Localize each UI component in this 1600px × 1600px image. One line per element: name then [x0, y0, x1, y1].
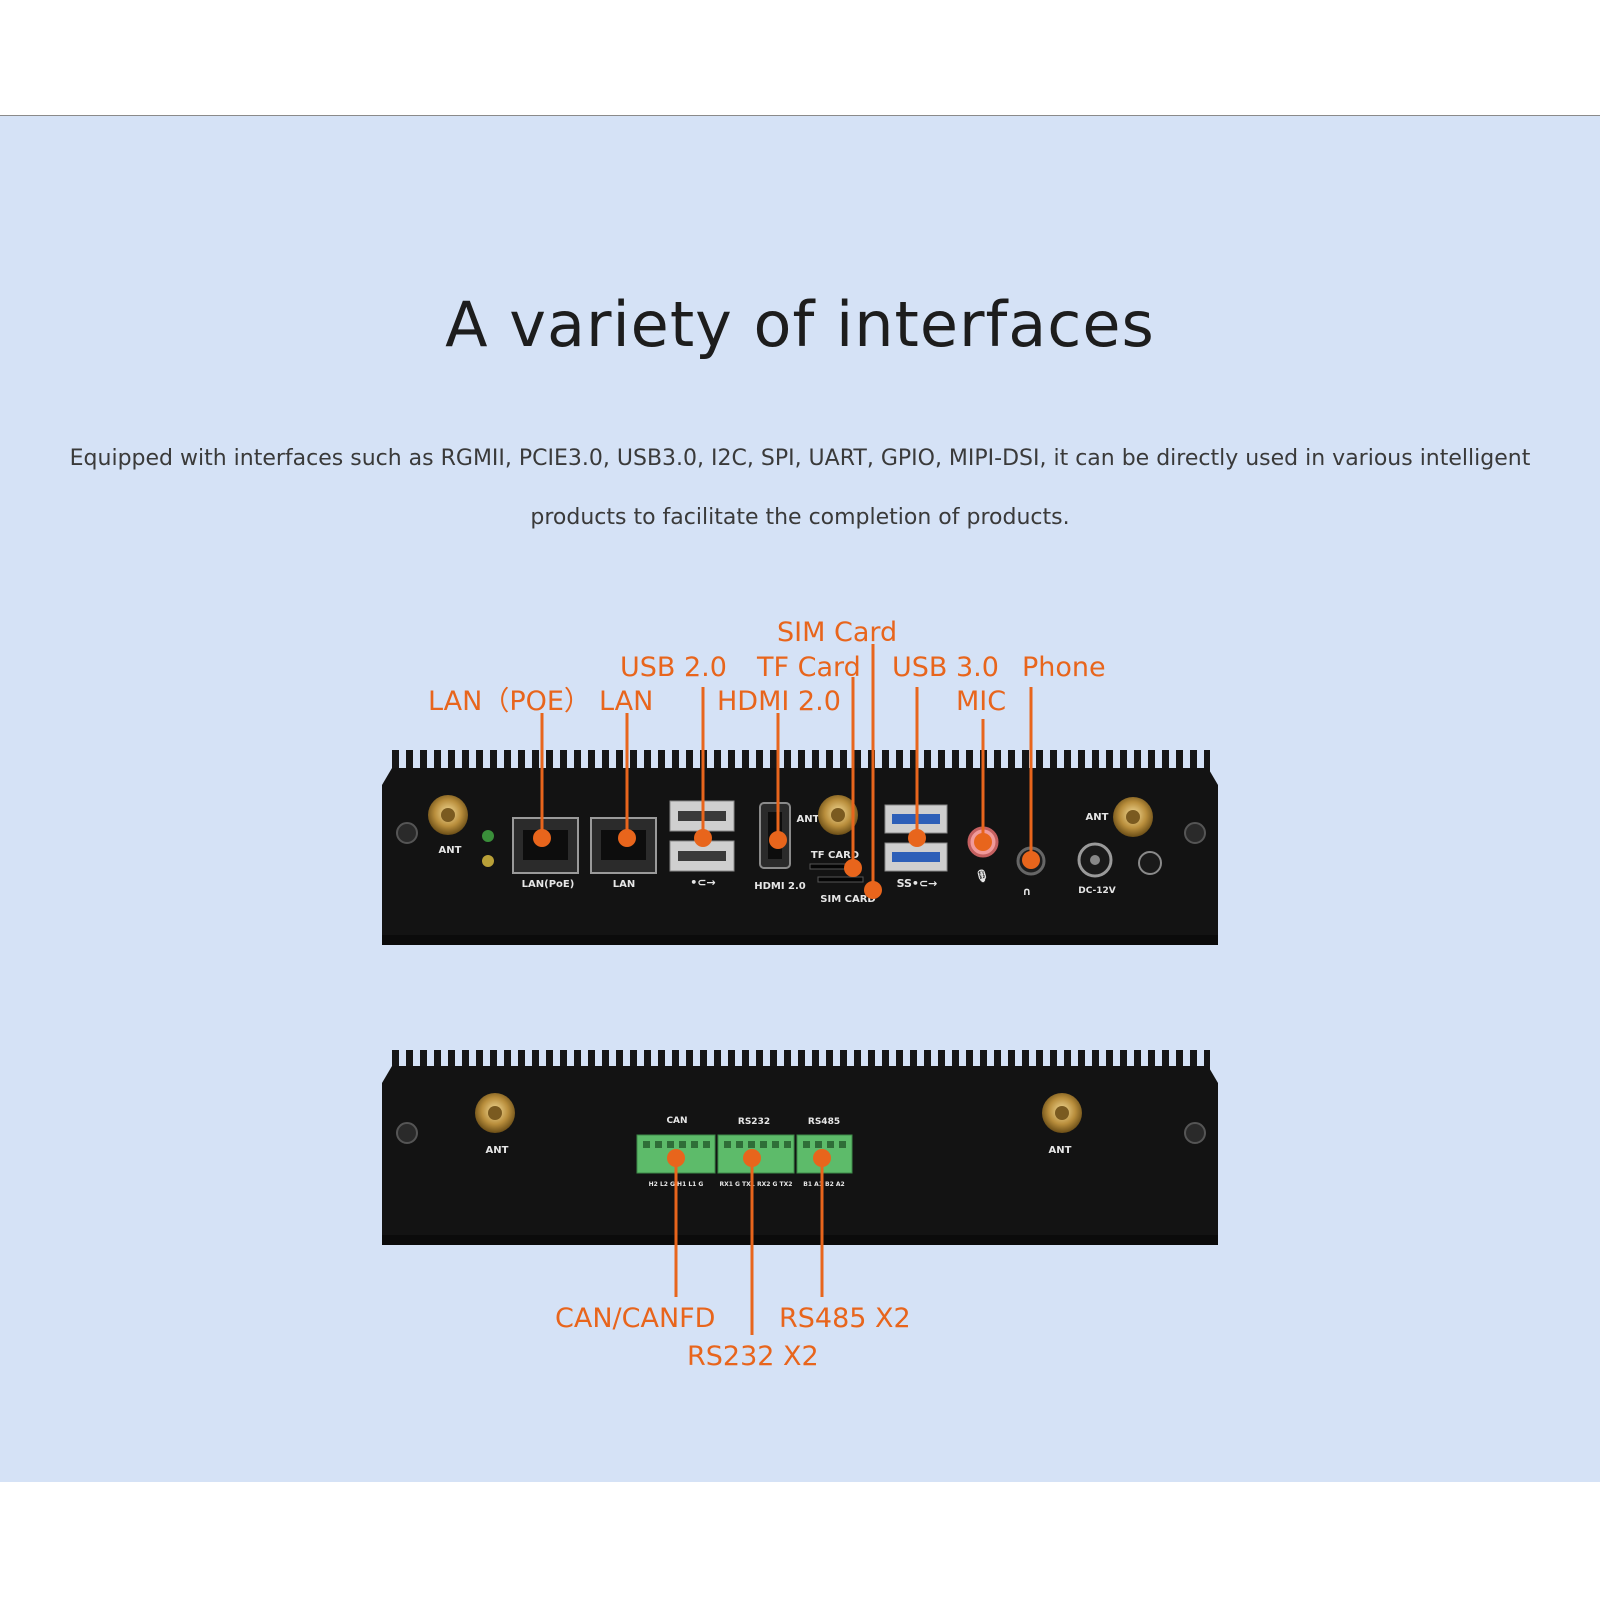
screw-icon [1184, 1122, 1206, 1144]
callout-mic: MIC [956, 686, 1006, 717]
top-divider [0, 115, 1600, 116]
front-callout-lines [540, 644, 1033, 890]
headphones-icon: ∩ [1023, 885, 1032, 898]
rear-ant-left-label: ANT [486, 1145, 509, 1156]
callout-rs232: RS232 X2 [687, 1341, 819, 1372]
led-indicator-icon [482, 855, 494, 867]
page-title: A variety of interfaces [445, 288, 1155, 361]
description-line-2: products to facilitate the completion of… [530, 505, 1070, 530]
description-line-1: Equipped with interfaces such as RGMII, … [69, 446, 1531, 471]
led-indicator-icon [482, 830, 494, 842]
callout-lan-poe: LAN（POE） [428, 686, 591, 717]
callout-lan: LAN [599, 686, 653, 717]
rear-rs485-label: RS485 [808, 1117, 840, 1127]
rear-rs485-pins: B1 A1 B2 A2 [803, 1181, 844, 1188]
sim-card-slot [817, 876, 864, 883]
front-ant-mid-label: ANT [797, 814, 820, 825]
front-dc-label: DC-12V [1078, 886, 1116, 896]
rear-device: ANT ANT CAN RS232 RS485 H2 L2 G H1 L1 G … [382, 1050, 1218, 1245]
callout-usb3: USB 3.0 [892, 652, 999, 683]
callout-usb2: USB 2.0 [620, 652, 727, 683]
callout-phone: Phone [1022, 652, 1106, 683]
front-lanpoe-label: LAN(PoE) [522, 879, 575, 890]
callout-hdmi: HDMI 2.0 [717, 686, 841, 717]
front-tfcard-label: TF CARD [811, 850, 859, 861]
screw-icon [396, 822, 418, 844]
rear-callout-dots [667, 1149, 831, 1167]
callout-sim-card: SIM Card [777, 617, 897, 648]
rear-ant-right-label: ANT [1049, 1145, 1072, 1156]
rear-rs232-pins: RX1 G TX1 RX2 G TX2 [720, 1181, 793, 1188]
front-ant-right-label: ANT [1086, 812, 1109, 823]
front-callout-dots [533, 829, 1040, 899]
power-button-icon [1138, 851, 1162, 875]
front-chassis [382, 768, 1218, 945]
front-lan-label: LAN [613, 879, 635, 890]
callout-rs485: RS485 X2 [779, 1303, 911, 1334]
usb3-logo-icon: SS•⊂→ [897, 877, 938, 890]
front-ant-left-label: ANT [439, 845, 462, 856]
rear-can-label: CAN [666, 1116, 687, 1126]
front-hdmi-label: HDMI 2.0 [754, 881, 806, 892]
callout-can: CAN/CANFD [555, 1303, 715, 1334]
front-simcard-label: SIM CARD [820, 894, 875, 905]
screw-icon [396, 1122, 418, 1144]
rear-rs232-label: RS232 [738, 1117, 770, 1127]
usb-logo-icon: •⊂→ [690, 876, 715, 889]
screw-icon [1184, 822, 1206, 844]
callout-tf-card: TF Card [756, 652, 861, 683]
microphone-icon: 🎙 [974, 869, 989, 883]
rear-callout-lines [674, 1158, 824, 1335]
front-device: ANT LAN(PoE) LAN •⊂→ HDMI 2.0 ANT TF CAR… [382, 750, 1218, 945]
